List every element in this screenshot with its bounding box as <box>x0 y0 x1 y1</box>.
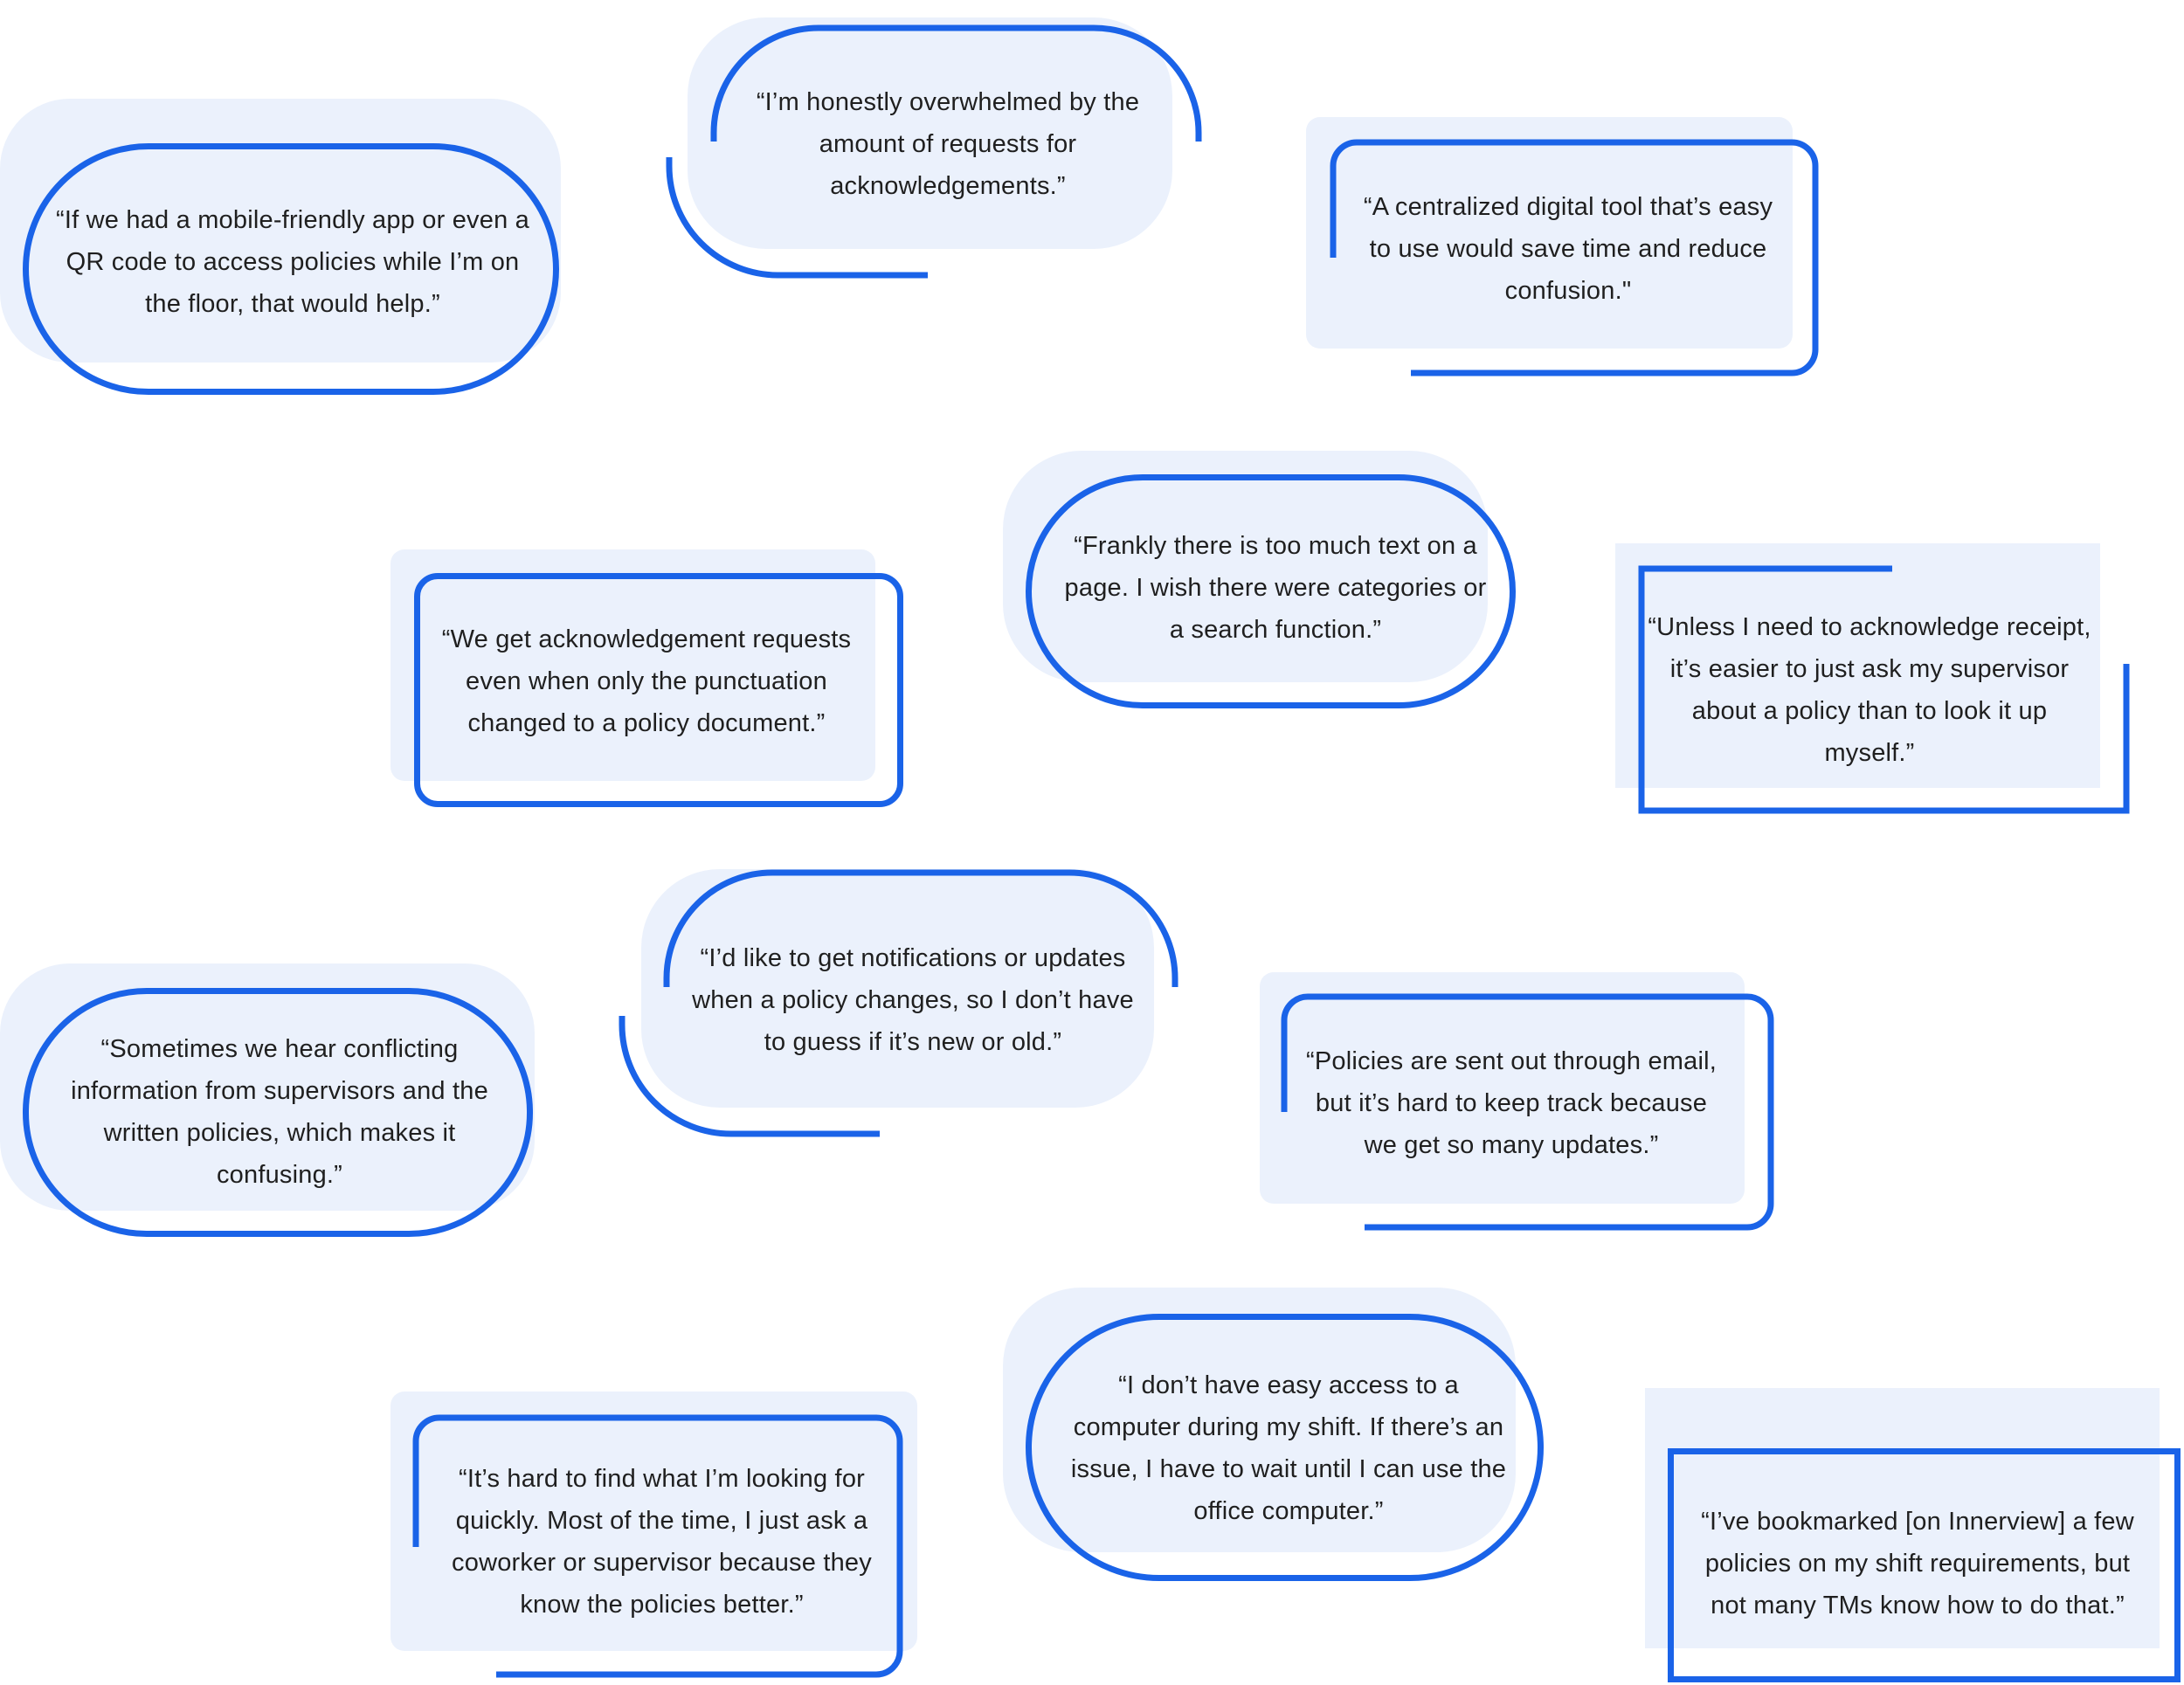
card-background <box>1645 1388 2160 1648</box>
card-background <box>1615 543 2100 788</box>
quote-text: “Policies are sent out through email, bu… <box>1305 1047 1717 1159</box>
card-background <box>1306 117 1793 349</box>
quote-text: “We get acknowledgement requests even wh… <box>441 625 852 737</box>
quote-text: “A centralized digital tool that’s easy … <box>1363 193 1773 305</box>
card-outline <box>23 143 559 395</box>
card-background <box>1260 972 1745 1204</box>
quote-text: “I’ve bookmarked [on Innerview] a few po… <box>1701 1508 2134 1619</box>
quote-text: “If we had a mobile-friendly app or even… <box>56 206 529 318</box>
quote-text: “I’d like to get notifications or update… <box>692 944 1134 1056</box>
quote-text: “Frankly there is too much text on a pag… <box>1064 532 1487 644</box>
card-outline <box>414 573 903 807</box>
quote-text: “I don’t have easy access to a computer … <box>1070 1371 1507 1525</box>
card-background <box>688 17 1172 249</box>
card-outline <box>1026 474 1516 708</box>
card-background <box>390 549 875 781</box>
quote-text: “Sometimes we hear conflicting informati… <box>71 1034 488 1189</box>
card-background <box>390 1392 917 1651</box>
quote-text: “Unless I need to acknowledge receipt, i… <box>1648 613 2091 767</box>
quote-text: “I’m honestly overwhelmed by the amount … <box>756 88 1140 200</box>
card-outline <box>23 988 533 1237</box>
card-outline <box>1026 1314 1544 1581</box>
card-background <box>641 869 1154 1108</box>
card-outline <box>1668 1448 2181 1682</box>
quote-text: “It’s hard to find what I’m looking for … <box>452 1465 872 1619</box>
